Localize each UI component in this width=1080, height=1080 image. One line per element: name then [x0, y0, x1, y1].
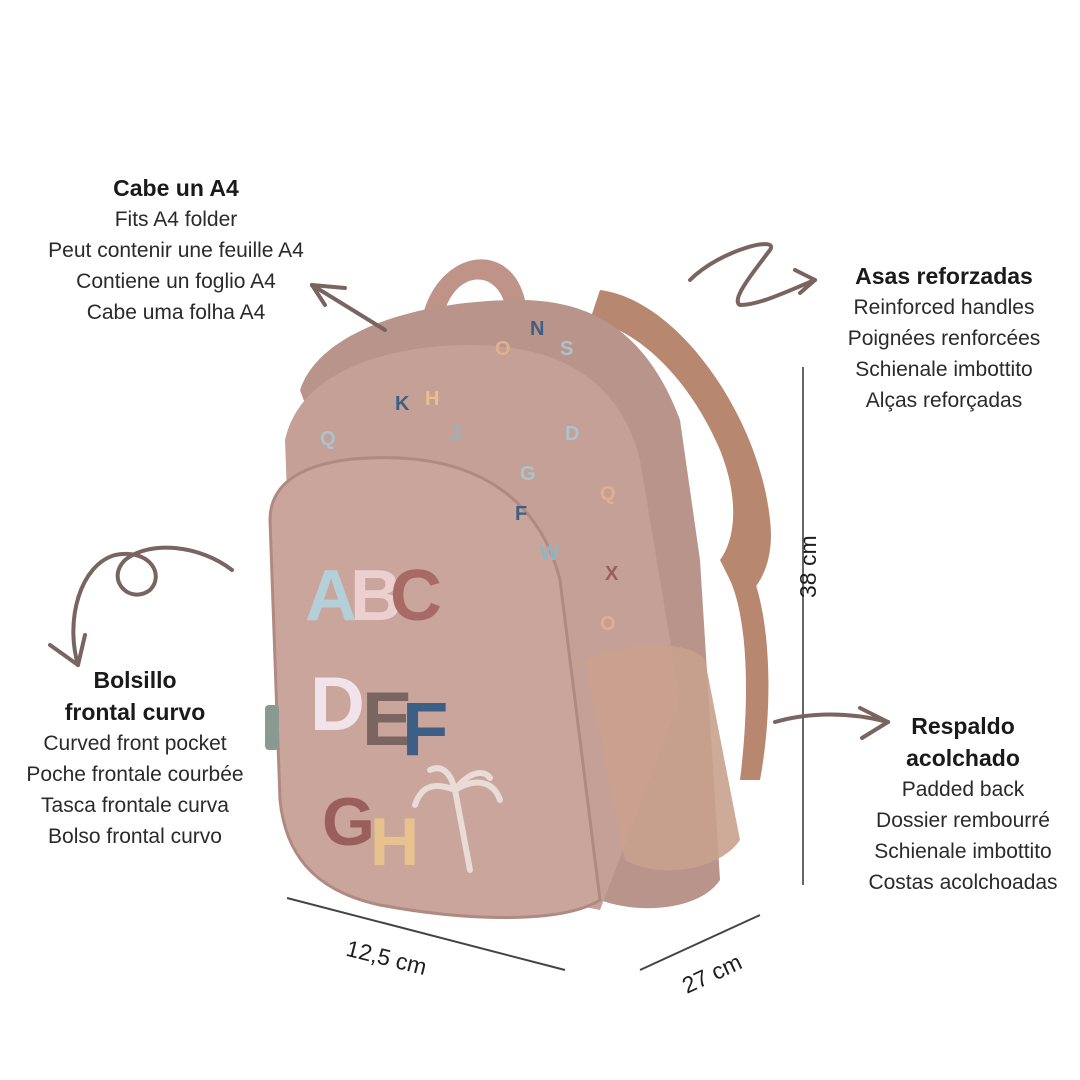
print-letter-h: H — [370, 804, 419, 880]
callout-pocket-title-2: frontal curvo — [64, 699, 206, 725]
callout-pocket-line-fr: Poche frontale courbée — [26, 763, 244, 786]
height-dimension-label: 38 cm — [795, 535, 821, 598]
palm-tree-icon — [412, 765, 503, 873]
svg-text:G: G — [520, 463, 536, 485]
print-letter-e: E — [362, 677, 413, 762]
callout-pocket: Bolsillo frontal curvo Curved front pock… — [0, 664, 270, 852]
callout-a4-line-it: Contiene un foglio A4 — [76, 270, 276, 293]
svg-text:Q: Q — [600, 483, 616, 505]
callout-handles-line-fr: Poignées renforcées — [847, 327, 1041, 350]
svg-text:N: N — [530, 318, 544, 340]
callout-back-line-pt: Costas acolchoadas — [868, 871, 1058, 894]
callout-a4-line-fr: Peut contenir une feuille A4 — [48, 239, 304, 262]
callout-back-title-2: acolchado — [906, 745, 1020, 771]
callout-handles-title: Asas reforzadas — [855, 263, 1033, 289]
print-letter-c: C — [390, 556, 442, 636]
svg-text:J: J — [450, 423, 461, 445]
arrow-pocket-icon — [48, 545, 234, 667]
svg-text:K: K — [395, 393, 410, 415]
depth-dimension-line — [286, 897, 566, 971]
shoulder-strap — [590, 290, 771, 600]
callout-handles: Asas reforzadas Reinforced handles Poign… — [828, 260, 1060, 416]
print-letter-a: A — [305, 556, 357, 636]
callout-back: Respaldo acolchado Padded back Dossier r… — [850, 710, 1076, 898]
callout-pocket-title-1: Bolsillo — [93, 667, 177, 693]
callout-a4-line-en: Fits A4 folder — [114, 208, 238, 231]
lower-strap — [730, 560, 769, 780]
side-mesh-pocket — [585, 645, 740, 871]
zipper-pull — [265, 705, 279, 750]
top-handle — [420, 259, 525, 335]
print-letter-b: B — [350, 556, 402, 636]
callout-pocket-line-en: Curved front pocket — [43, 732, 227, 755]
svg-text:X: X — [605, 563, 619, 585]
svg-text:O: O — [495, 338, 511, 360]
callout-back-line-fr: Dossier rembourré — [876, 809, 1050, 832]
callout-a4: Cabe un A4 Fits A4 folder Peut contenir … — [20, 172, 332, 328]
width-dimension-line — [639, 914, 761, 971]
arrow-a4-icon — [310, 283, 387, 332]
callout-handles-line-it: Schienale imbottito — [855, 358, 1033, 381]
svg-text:H: H — [425, 388, 439, 410]
arrow-back-icon — [773, 706, 890, 740]
callout-handles-line-en: Reinforced handles — [853, 296, 1035, 319]
print-letter-f: F — [402, 687, 448, 772]
callout-handles-line-pt: Alças reforçadas — [865, 389, 1023, 412]
svg-text:S: S — [560, 338, 573, 360]
callout-pocket-line-it: Tasca frontale curva — [41, 794, 229, 817]
callout-pocket-line-pt: Bolso frontal curvo — [48, 825, 222, 848]
print-letter-d: D — [310, 662, 365, 747]
callout-back-line-en: Padded back — [901, 778, 1025, 801]
svg-text:Q: Q — [320, 428, 336, 450]
arrow-handles-icon — [688, 242, 817, 308]
scattered-alphabet-print: Q K H J G F D Q X O W O N S — [320, 318, 619, 635]
print-letter-g: G — [322, 784, 375, 860]
callout-a4-title: Cabe un A4 — [113, 175, 239, 201]
callout-back-line-it: Schienale imbottito — [874, 840, 1052, 863]
front-curved-pocket — [268, 456, 602, 919]
svg-text:W: W — [540, 543, 559, 565]
callout-back-title-1: Respaldo — [911, 713, 1015, 739]
svg-text:O: O — [600, 613, 616, 635]
svg-text:D: D — [565, 423, 579, 445]
callout-a4-line-pt: Cabe uma folha A4 — [86, 301, 266, 324]
svg-text:F: F — [515, 503, 527, 525]
